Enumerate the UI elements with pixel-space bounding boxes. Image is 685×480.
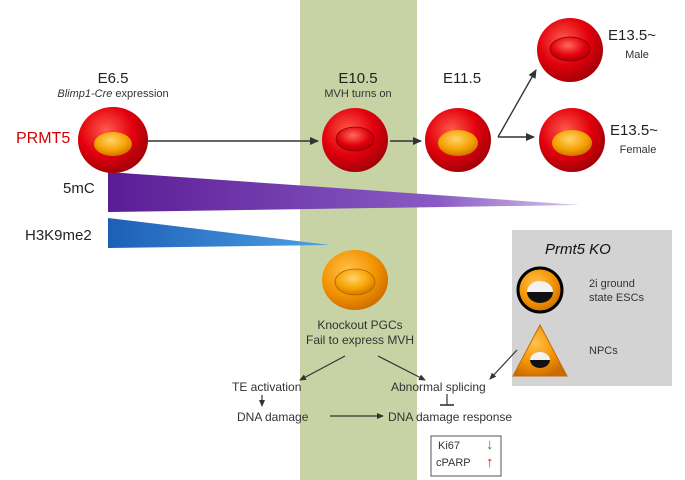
expression-text: expression [112,88,169,100]
ko-panel-title-text: Prmt5 KO [545,241,611,258]
arrow-ko-to-splicing [489,349,518,380]
esc-line2: state ESCs [589,292,645,304]
esc-line1: 2i ground [589,278,635,290]
cell-e11-5 [425,108,491,172]
stage-e10-5-detail: MVH turns on [324,88,392,100]
dna-damage-response-text: DNA damage response [388,410,513,424]
ki67-label: Ki67 [438,440,461,452]
stage-e6-5-detail: Blimp1-Cre expression [57,88,168,100]
h3k9me2-label: H3K9me2 [25,227,92,244]
stage-e10-5-label: E10.5 [338,70,378,87]
stage-e13-5-female-label: E13.5~ [610,122,658,139]
inhibition-bar [440,394,454,406]
arrow-to-te [299,355,346,381]
stage-e11-5-label: E11.5 [442,70,482,87]
abnormal-splicing-text: Abnormal splicing [391,380,486,394]
5mc-label: 5mC [63,180,95,197]
fail-mvh-text: Fail to express MVH [305,333,415,347]
cell-e10-5 [322,108,388,172]
cell-e13-5-male [537,18,603,82]
mvh-band [300,0,417,480]
dna-damage-text: DNA damage [237,410,309,424]
cell-e6-5 [78,107,148,173]
down-arrow-icon: ↓ [486,436,494,453]
stage-female-text: Female [619,144,657,156]
stage-e13-5-male-label: E13.5~ [608,27,656,44]
cell-e13-5-female [539,108,605,172]
te-activation-text: TE activation [232,380,302,394]
esc-cell-icon [516,266,564,314]
stage-male-text: Male [625,49,649,61]
arrow-to-splicing [377,355,426,381]
knockout-pgcs-text: Knockout PGCs [317,318,403,332]
marker-box [430,435,502,477]
prmt5-label: PRMT5 [16,130,71,147]
knockout-pgc-cell [322,250,388,310]
blimp1-cre-text: Blimp1-Cre [57,88,113,100]
5mc-wedge [108,172,580,212]
arrow-to-male [497,69,537,138]
cparp-label: cPARP [436,457,471,469]
h3k9me2-wedge [108,218,330,248]
npcs-label: NPCs [589,345,618,357]
ko-panel-title: Prmt5 KO [545,241,611,258]
up-arrow-icon: ↑ [486,454,494,471]
stage-e6-5-label: E6.5 [97,70,129,87]
npc-triangle-icon [512,323,568,377]
